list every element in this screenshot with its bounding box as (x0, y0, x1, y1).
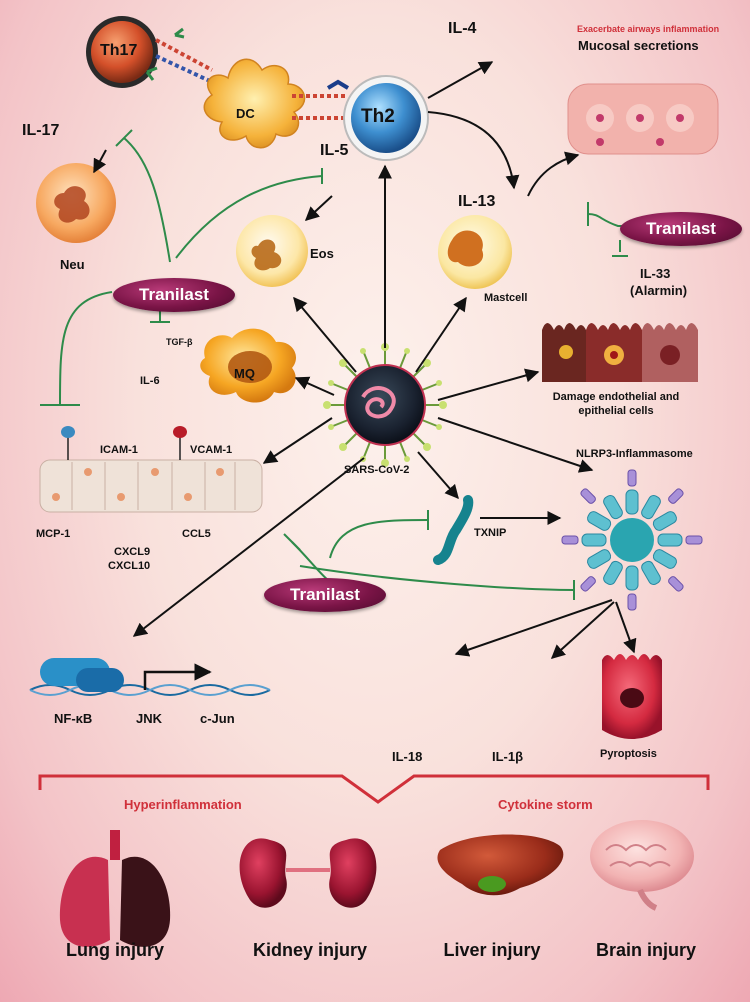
endothelium-graphic (39, 426, 263, 513)
nlrp3-label: NLRP3-Inflammasome (576, 448, 693, 460)
cxcl10-label: CXCL10 (108, 560, 151, 572)
liver-graphic (437, 834, 564, 896)
eos-label: Eos (310, 246, 334, 261)
th17-label: Th17 (100, 42, 138, 59)
jnk-label: JNK (136, 711, 163, 726)
tgfb-label: TGF-β (166, 337, 193, 347)
brain-injury-label: Brain injury (595, 940, 697, 960)
mcp1-label: MCP-1 (36, 528, 71, 540)
brain-graphic (590, 820, 694, 911)
nfkb-label: NF-κB (54, 711, 93, 726)
organ-bracket (38, 774, 710, 804)
mastcell-graphic (438, 215, 512, 289)
mucosal-secretions-label: Mucosal secretions (578, 38, 699, 53)
icam1-label: ICAM-1 (100, 444, 138, 456)
nlrp3-inflammasome-graphic (561, 469, 703, 611)
ccl5-label: CCL5 (182, 528, 211, 540)
th2-label: Th2 (361, 106, 395, 127)
th17-dc-receptor-chain (155, 38, 213, 84)
alarmin-label: (Alarmin) (630, 283, 688, 298)
sars-cov-2-virus-graphic (323, 343, 447, 467)
mucosal-epithelium-graphic (567, 83, 719, 155)
eosinophil-graphic (236, 215, 308, 287)
sars-cov-2-label: SARS-CoV-2 (344, 464, 410, 476)
lung-injury-label: Lung injury (66, 940, 164, 960)
il18-label: IL-18 (392, 749, 423, 764)
tranilast-pill-2: Tranilast (620, 212, 742, 246)
tranilast-pill-1: Tranilast (113, 278, 235, 312)
damage-cells-label-line1: Damage endothelial and (552, 391, 680, 403)
neu-label: Neu (60, 257, 85, 272)
txnip-graphic (433, 495, 474, 565)
dendritic-cell-graphic (203, 58, 306, 149)
il6-label: IL-6 (140, 375, 160, 387)
damaged-epithelial-cells-graphic (542, 323, 698, 382)
il5-label: IL-5 (320, 142, 349, 159)
kidney-injury-label: Kidney injury (252, 940, 368, 960)
pyroptosis-nucleus-graphic (620, 688, 644, 708)
neutrophil-graphic (36, 163, 116, 243)
kidney-graphic (239, 838, 377, 908)
cytokine-storm-label: Cytokine storm (498, 797, 593, 812)
th17-cell-graphic (86, 16, 185, 88)
il17-label: IL-17 (22, 122, 60, 139)
pyroptosis-label: Pyroptosis (600, 748, 657, 760)
mq-label: MQ (234, 366, 255, 381)
damage-cells-label-line2: epithelial cells (578, 405, 654, 417)
cxcl9-label: CXCL9 (114, 546, 151, 558)
exacerbate-label: Exacerbate airways inflammation (577, 24, 720, 34)
il4-label: IL-4 (448, 20, 477, 37)
cjun-label: c-Jun (200, 711, 235, 726)
il33-label: IL-33 (640, 266, 671, 281)
hyperinflammation-label: Hyperinflammation (124, 797, 242, 812)
tranilast-pill-3: Tranilast (264, 578, 386, 612)
il13-label: IL-13 (458, 193, 496, 210)
txnip-label: TXNIP (474, 527, 507, 539)
dc-th2-receptor-chain (292, 79, 350, 120)
vcam1-label: VCAM-1 (190, 444, 233, 456)
lung-graphic (59, 830, 171, 947)
activation-arrows (93, 61, 637, 659)
th2-cell-graphic (343, 75, 429, 161)
il1b-label: IL-1β (492, 749, 524, 764)
liver-injury-label: Liver injury (443, 940, 541, 960)
mastcell-label: Mastcell (484, 292, 528, 304)
dna-strand-graphic (29, 658, 271, 696)
dc-label: DC (236, 106, 255, 121)
macrophage-graphic (200, 328, 297, 403)
